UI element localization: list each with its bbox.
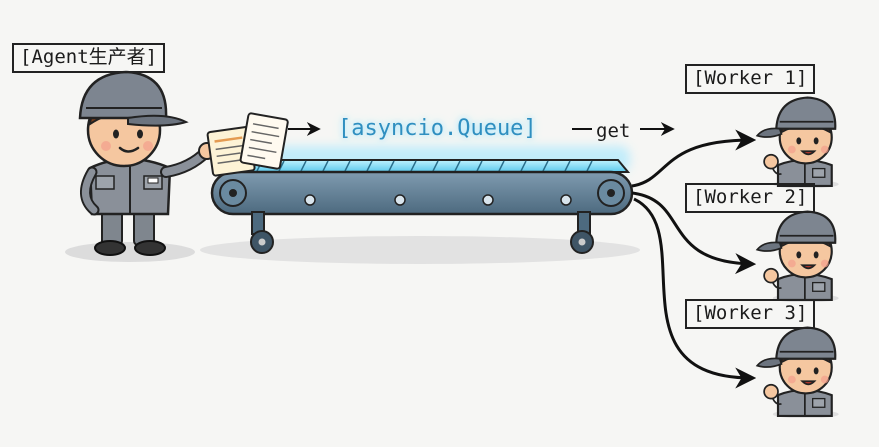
conveyor-shadow	[200, 236, 640, 264]
producer-shadow	[65, 242, 195, 262]
worker-1-label: [Worker 1]	[684, 64, 816, 94]
queue-label: [asyncio.Queue]	[338, 116, 537, 141]
dispatch-arrow-worker-3	[633, 197, 757, 389]
producer-label: [Agent生产者]	[11, 43, 166, 73]
worker-1-figure	[756, 96, 840, 188]
belt-rollers	[256, 160, 593, 172]
worker-2-figure	[756, 210, 840, 302]
producer-agent	[78, 70, 216, 256]
worker-3-label: [Worker 3]	[684, 299, 816, 329]
get-label: get	[596, 120, 631, 142]
worker-3-figure	[756, 326, 840, 418]
task-documents	[206, 112, 289, 177]
worker-2-label: [Worker 2]	[684, 183, 816, 213]
dispatch-arrow-worker-2	[631, 191, 757, 275]
conveyor-belt	[210, 146, 634, 254]
dispatch-arrow-worker-1	[631, 129, 757, 188]
